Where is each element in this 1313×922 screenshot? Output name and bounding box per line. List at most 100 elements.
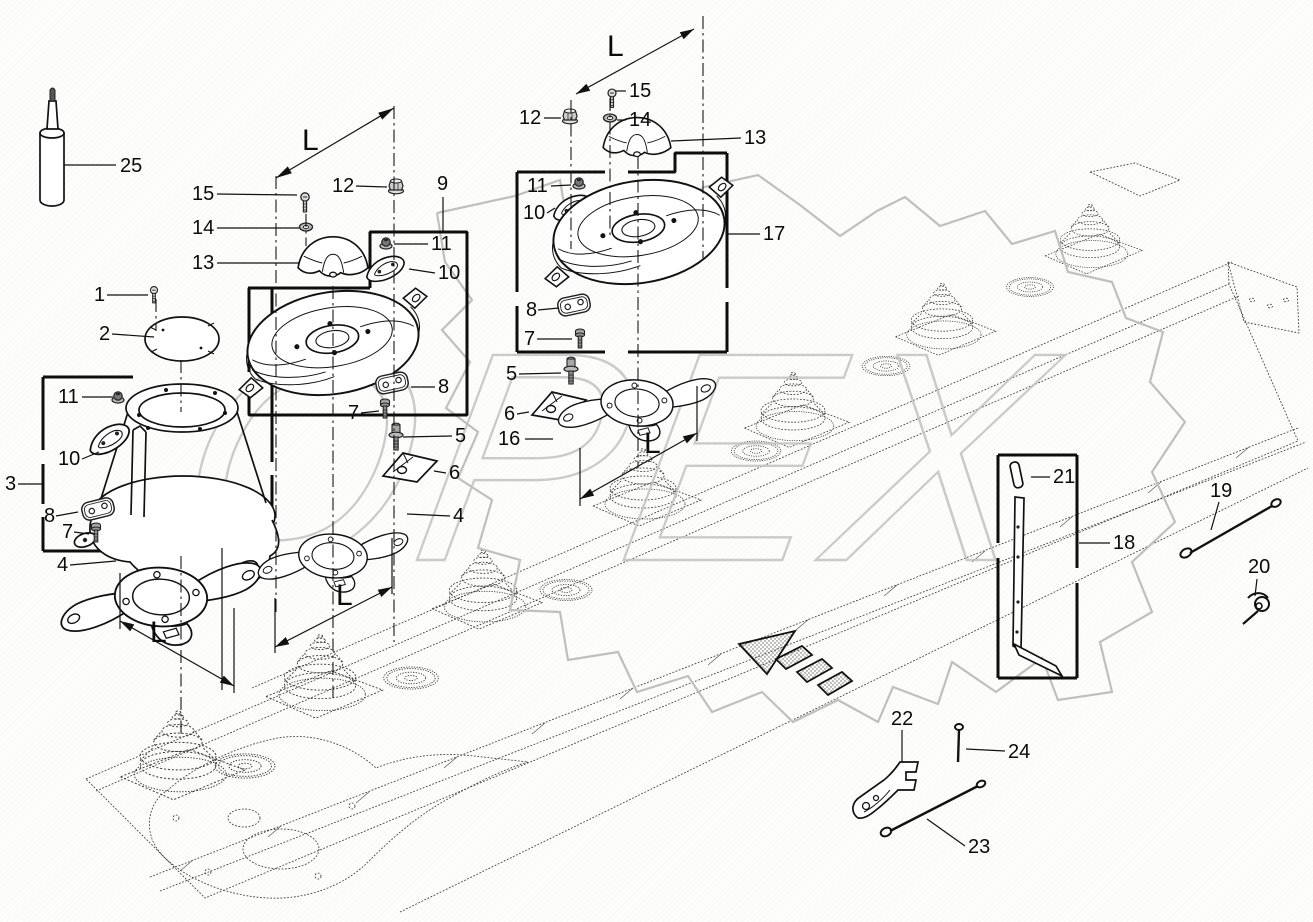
callout-8-left: 8 — [44, 505, 55, 527]
callout-12-right: 12 — [519, 107, 541, 129]
callout-5-right: 5 — [506, 363, 517, 385]
callout-12-mid: 12 — [332, 175, 354, 197]
dim-arrow-mid-bottom — [274, 586, 393, 648]
dim-label-L-left-bottom: L — [150, 616, 167, 649]
leader-10-mid — [408, 268, 436, 274]
travel-direction-arrow — [737, 629, 854, 697]
callout-5-mid: 5 — [455, 425, 466, 447]
leader-5-mid — [402, 435, 453, 438]
callout-23: 23 — [968, 836, 990, 858]
bar-end-plate — [1227, 261, 1300, 334]
top-bracket — [1088, 162, 1182, 197]
dim-label-L-right-bottom: L — [644, 427, 661, 460]
callout-4-left: 4 — [57, 554, 68, 576]
front-rail-hatching — [179, 446, 1250, 872]
leader-8-left — [55, 511, 79, 517]
callout-14-right: 14 — [629, 109, 651, 131]
dim-arrow-right-top — [575, 28, 695, 95]
callout-13-mid: 13 — [192, 252, 214, 274]
callout-4-mid: 4 — [453, 505, 464, 527]
callout-10-right: 10 — [523, 202, 545, 224]
skid-plate — [149, 736, 529, 899]
callout-21: 21 — [1053, 466, 1075, 488]
part-13-cap — [297, 235, 369, 278]
leader-4-left — [69, 560, 117, 566]
callout-8-mid: 8 — [438, 376, 449, 398]
callout-11-mid: 11 — [431, 233, 452, 255]
bearing-ring — [214, 753, 276, 779]
part-11-nut — [111, 391, 125, 404]
dim-label-L-mid-bottom: L — [336, 579, 353, 612]
leader-10-right — [546, 207, 556, 214]
part-12-nut — [561, 108, 579, 125]
leader-13-right — [670, 137, 742, 142]
leader-7-mid — [360, 410, 380, 414]
callout-16: 16 — [498, 428, 520, 450]
part-2-gasket-disc — [144, 316, 220, 362]
leader-6-mid — [433, 470, 447, 474]
callout-24: 24 — [1008, 741, 1030, 763]
leader-20 — [1254, 578, 1258, 597]
part-11-nut — [572, 177, 586, 190]
leader-5-right — [518, 372, 562, 375]
callout-18: 18 — [1113, 532, 1135, 554]
part-12-nut — [387, 178, 405, 195]
cutter-bar-body — [85, 162, 1309, 913]
callout-6-mid: 6 — [449, 462, 460, 484]
dim-label-L-right-top: L — [607, 30, 624, 63]
callout-10-left: 10 — [58, 448, 80, 470]
callout-10-mid: 10 — [438, 262, 460, 284]
callout-19: 19 — [1210, 480, 1232, 502]
callout-3: 3 — [5, 473, 16, 495]
part-21-pin — [1009, 461, 1024, 489]
dimension-arrows: L L L L L — [119, 28, 698, 693]
part-18-wear-bar — [1009, 461, 1065, 679]
dim-arrow-left-bottom — [119, 620, 235, 687]
leader-24 — [965, 748, 1006, 752]
leader-23 — [926, 818, 966, 847]
part-24-cotter-pin — [954, 723, 964, 763]
callout-8-right: 8 — [526, 299, 537, 321]
part-15-screw — [300, 192, 310, 213]
part-10-blade-holder — [85, 421, 134, 458]
group-box-17 — [515, 151, 729, 354]
dim-arrow-mid-top — [275, 107, 395, 179]
callout-14-mid: 14 — [192, 217, 214, 239]
callout-1: 1 — [94, 284, 105, 306]
group-box-18 — [996, 453, 1079, 680]
leader-19 — [1210, 501, 1220, 531]
bearing-hub — [120, 710, 246, 801]
leader-10-left — [81, 451, 100, 460]
callout-11-right: 11 — [527, 175, 548, 197]
part-3-drum — [73, 383, 280, 592]
callout-7-mid: 7 — [348, 402, 359, 424]
dim-label-L-mid-top: L — [302, 124, 319, 157]
leader-7-left — [73, 531, 90, 535]
part-15-screw — [607, 88, 617, 108]
callout-20: 20 — [1248, 556, 1270, 578]
callout-7-left: 7 — [62, 521, 73, 543]
callout-13-right: 13 — [744, 127, 766, 149]
exploded-parts — [39, 87, 1282, 838]
callout-11-left: 11 — [58, 386, 79, 408]
bearing-hub — [1044, 203, 1143, 275]
callout-labels: 25 1 2 3 11 10 8 7 4 15 12 9 14 13 11 10… — [5, 80, 1270, 858]
callout-25: 25 — [120, 155, 142, 177]
part-22-holding-tool — [852, 761, 920, 819]
part-19-rod — [1179, 498, 1282, 559]
part-25-cartridge — [39, 87, 65, 207]
leader-2 — [111, 333, 155, 338]
callout-15-right: 15 — [629, 80, 651, 102]
part-23-rod — [879, 779, 987, 838]
callout-9: 9 — [437, 173, 448, 195]
part-20-r-clip — [1242, 592, 1270, 625]
dim-arrow-right-bottom — [579, 432, 698, 500]
watermark-gear-outline — [435, 173, 1187, 724]
leader-4-mid — [406, 513, 451, 517]
callout-7-right: 7 — [524, 328, 535, 350]
leader-12-mid — [355, 185, 388, 188]
leader-11-right — [550, 184, 572, 187]
callout-15-mid: 15 — [192, 183, 214, 205]
leader-lines — [18, 90, 1258, 847]
part-11-nut — [379, 237, 393, 250]
